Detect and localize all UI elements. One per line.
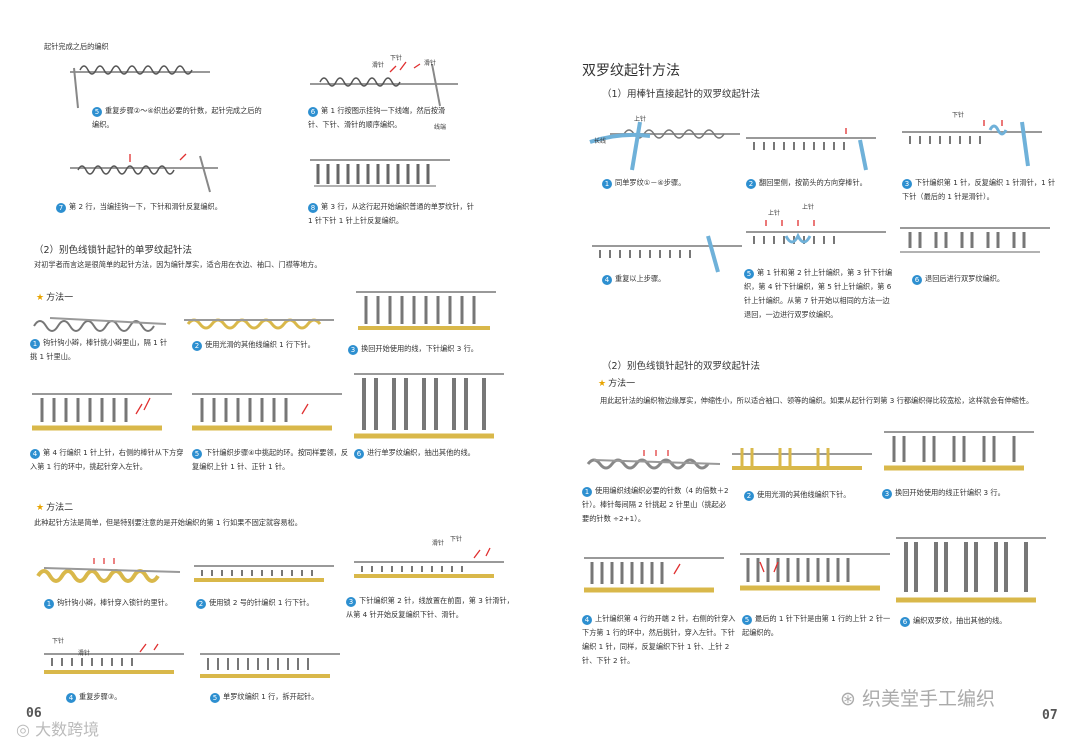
label-purl-r5: 上针 (768, 210, 781, 217)
method-2-desc: 此种起针方法是简单，但是特别要注意的是开始编织的第 1 行如果不固定就容易松。 (34, 518, 302, 527)
illustration-m2-5 (200, 653, 340, 678)
illustration-r1-6 (900, 227, 1050, 253)
illustration-m1-5 (192, 393, 342, 431)
right-section-2-title: （2）别色线锁针起针的双罗纹起针法 (602, 361, 761, 372)
illustration-m1-4 (32, 393, 172, 431)
star-icon: ★ (598, 379, 607, 389)
right-method-1-heading: ★方法一 (598, 379, 636, 389)
illustration-step-7 (70, 153, 218, 193)
illustration-step-6 (310, 61, 458, 107)
illustration-step-5 (70, 65, 210, 109)
label-purl-r5b: 上针 (802, 204, 815, 211)
illustration-m1-2 (184, 318, 334, 330)
label-slip: 滑针 (372, 62, 385, 69)
illustration-m2-2 (194, 565, 334, 582)
method-1-heading: ★方法一 (36, 293, 74, 303)
wechat-icon: ⊛ (840, 688, 856, 710)
page-title: 双罗纹起针方法 (582, 63, 680, 79)
method-2-heading: ★方法二 (36, 503, 74, 513)
illustration-m2-3 (354, 547, 504, 578)
illustration-m1-1 (33, 317, 167, 332)
label-yarn-end: 线端 (434, 124, 447, 131)
illustration-r1-3 (902, 120, 1042, 167)
label-knit: 下针 (390, 55, 403, 62)
right-section-2-desc: 用此起针法的编织物边缘厚实，伸缩性小，所以适合袖口、领等的编织。如果从起针行到第… (600, 396, 1034, 405)
illustration-r2-2 (732, 448, 872, 470)
section-2-title: （2）别色线锁针起针的单罗纹起针法 (34, 245, 193, 256)
illustration-r2-5 (740, 553, 890, 591)
watermark-right: ⊛ 织美堂手工编织 (840, 688, 995, 710)
label-knit-b: 下针 (450, 536, 463, 543)
label-long-yarn: 长线 (594, 138, 607, 145)
illustration-r2-4 (584, 557, 724, 593)
illustration-r2-3 (884, 431, 1034, 471)
illustration-step-8 (310, 159, 450, 187)
star-icon: ★ (36, 503, 45, 513)
label-knit-c: 下针 (52, 638, 65, 645)
label-slip-d: 滑针 (78, 650, 91, 657)
label-knit-r1: 下针 (952, 112, 965, 119)
page-number-left: 06 (26, 706, 42, 721)
watermark-left: ◎ 大数跨境 (16, 720, 100, 739)
header-caption: 起针完成之后的编织 (44, 42, 109, 51)
section-2-desc: 对初学者而言这是很简单的起针方法，因为编针厚实，适合用在衣边、袖口、门襟等地方。 (34, 260, 322, 269)
page-number-right: 07 (1042, 708, 1058, 723)
label-slip-a: 滑针 (432, 540, 445, 547)
illustration-r1-2 (746, 128, 876, 171)
illustration-r1-4 (592, 235, 742, 273)
illustration-m1-6 (354, 373, 504, 439)
illustration-r2-6 (896, 537, 1046, 603)
star-icon: ★ (36, 293, 45, 303)
illustration-r2-1 (586, 450, 721, 470)
illustration-m1-3 (356, 291, 496, 330)
label-slip-2: 滑针 (424, 60, 437, 67)
label-purl: 上针 (634, 116, 647, 123)
illustration-m2-4 (44, 643, 184, 674)
illustration-m2-1 (36, 558, 181, 583)
illustration-r1-1 (589, 121, 740, 171)
right-section-1-title: （1）用棒针直接起针的双罗纹起针法 (602, 89, 761, 100)
watermark-logo-icon: ◎ (16, 720, 30, 739)
illustration-r1-5 (746, 220, 886, 244)
